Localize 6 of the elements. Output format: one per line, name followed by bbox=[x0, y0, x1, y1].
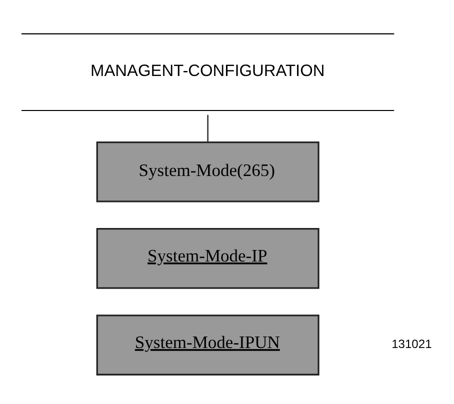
node-box: System-Mode(265) bbox=[96, 141, 320, 202]
node-box: System-Mode-IPUN bbox=[96, 314, 320, 376]
connector bbox=[207, 114, 208, 142]
node-text: MANAGENT-CONFIGURATION bbox=[90, 62, 325, 80]
label: 131021 bbox=[392, 337, 432, 352]
node-box: System-Mode-IP bbox=[96, 228, 320, 289]
